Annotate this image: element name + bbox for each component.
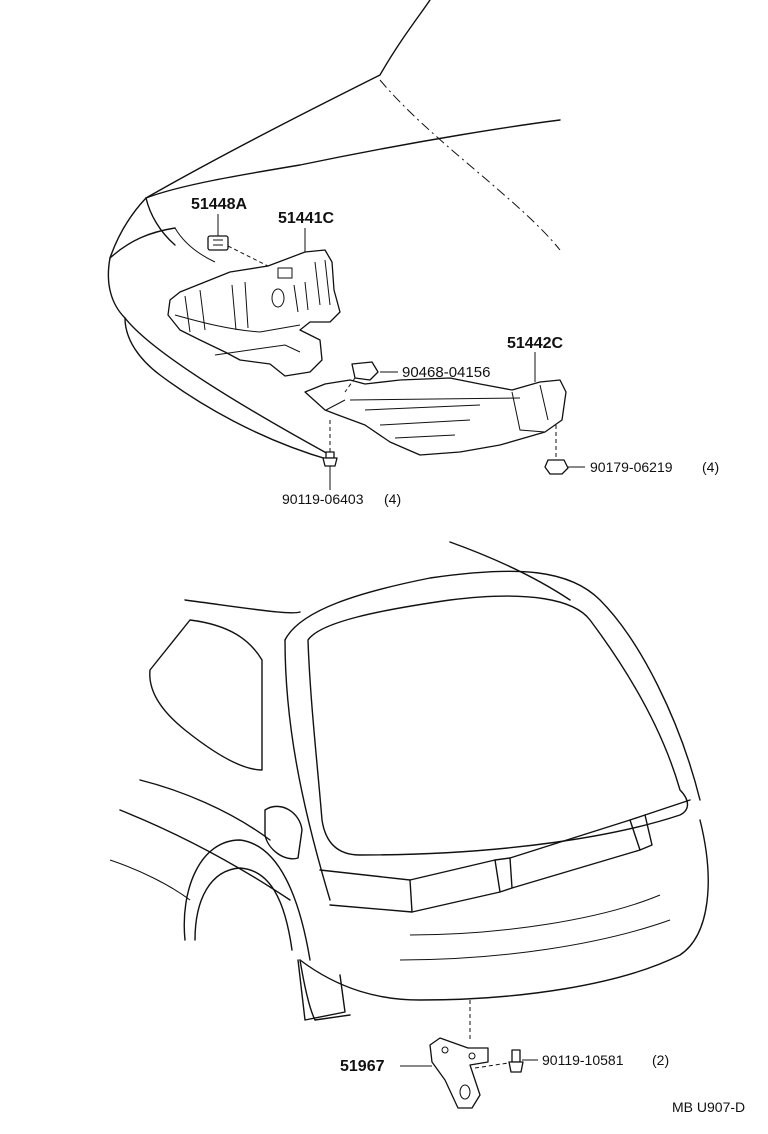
label-90119-06403: 90119-06403 — [282, 491, 364, 507]
qty-90179-06219: (4) — [702, 459, 719, 475]
clip-51448a — [207, 235, 269, 267]
label-51441c: 51441C — [278, 210, 334, 227]
rear-vehicle-outline — [109, 541, 709, 1021]
qty-90119-06403: (4) — [384, 491, 401, 507]
front-undercover-51442c — [304, 377, 567, 456]
leader-lines-top — [217, 214, 585, 490]
bracket-51967 — [429, 1000, 489, 1109]
label-51967: 51967 — [340, 1058, 385, 1075]
label-90179-06219: 90179-06219 — [590, 459, 673, 475]
qty-90119-10581: (2) — [652, 1052, 669, 1068]
label-90468-04156: 90468-04156 — [402, 364, 490, 381]
screw-90119-06403 — [322, 420, 338, 478]
front-undercover-51441c — [167, 249, 341, 377]
label-51442c: 51442C — [507, 335, 563, 352]
bolt-90119-10581 — [474, 1049, 524, 1073]
clip-90468 — [344, 361, 379, 393]
label-90119-10581: 90119-10581 — [542, 1052, 624, 1068]
label-51448a: 51448A — [191, 196, 247, 213]
figure-code: MB U907-D — [672, 1099, 745, 1115]
leader-lines-bottom — [400, 1059, 538, 1067]
front-vehicle-outline — [107, 0, 561, 461]
nut-90179-06219 — [544, 425, 569, 475]
